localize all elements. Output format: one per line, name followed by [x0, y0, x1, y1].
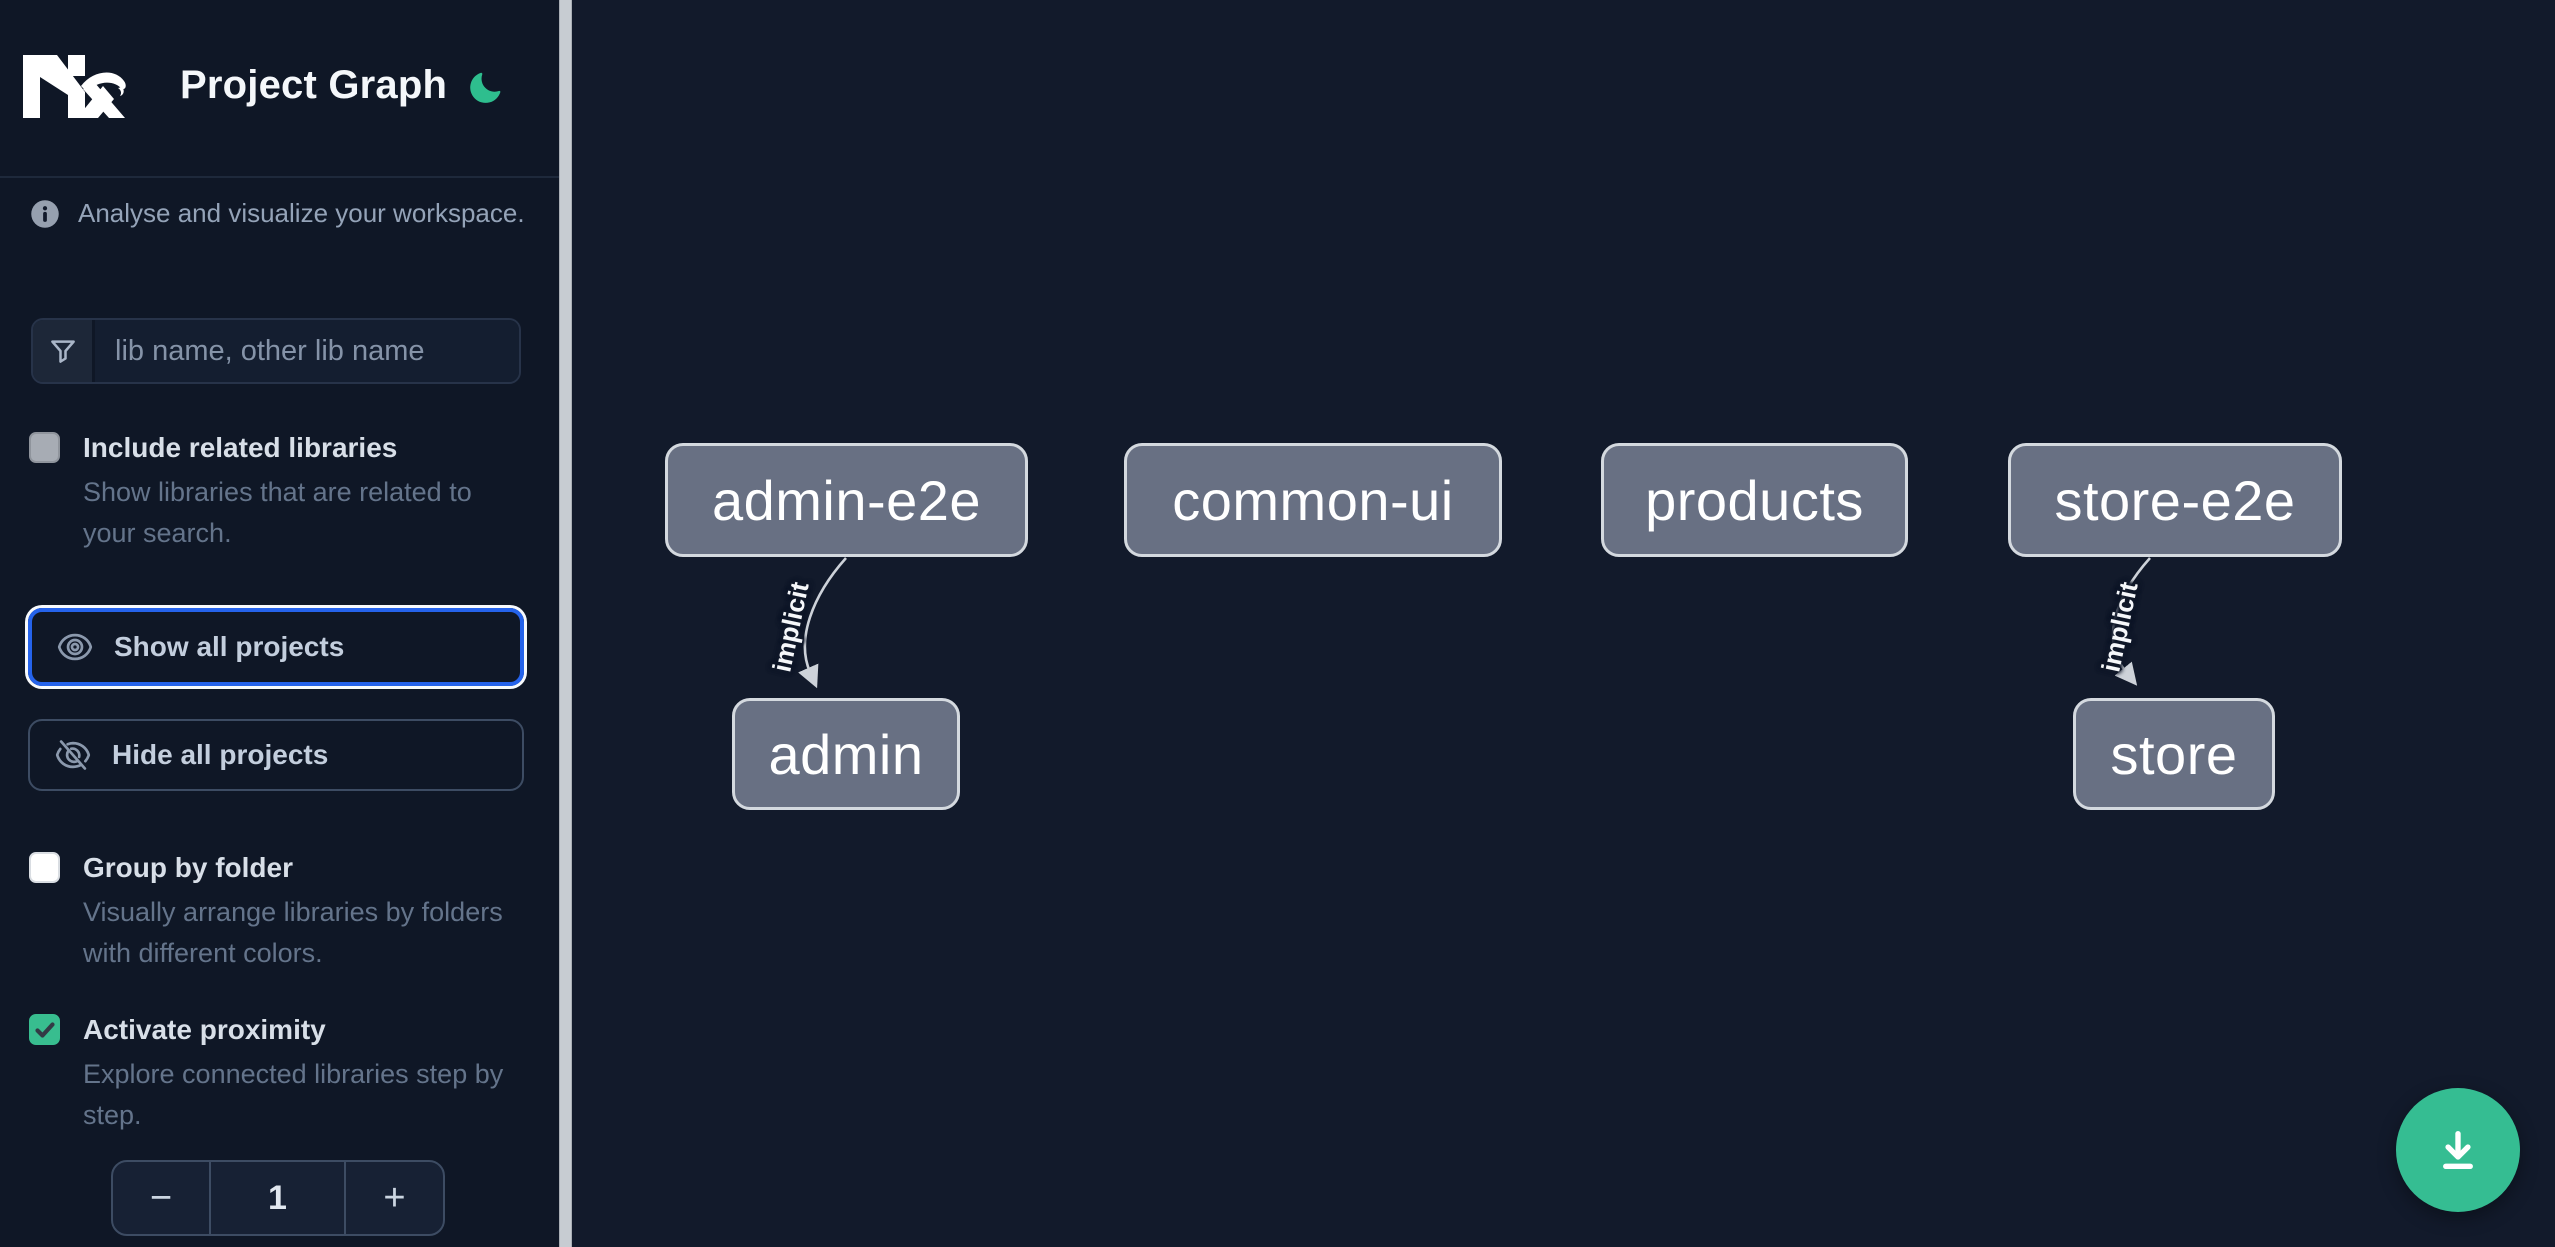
node-label: store [2110, 722, 2238, 786]
download-graph-button[interactable] [2396, 1088, 2520, 1212]
include-related-label: Include related libraries [83, 432, 398, 463]
sidebar-resize-handle[interactable] [559, 0, 572, 1247]
node-label: common-ui [1172, 468, 1454, 532]
show-all-projects-button[interactable]: Show all projects [28, 608, 524, 686]
search-input[interactable] [95, 320, 519, 382]
node-label: admin-e2e [711, 468, 982, 532]
show-all-projects-label: Show all projects [114, 631, 345, 662]
activate-proximity-description: Explore connected libraries step by step… [83, 1059, 504, 1130]
info-row: Analyse and visualize your workspace. [30, 198, 530, 229]
nx-logo [23, 55, 126, 118]
moon-icon[interactable] [466, 68, 504, 106]
proximity-depth-value: 1 [209, 1162, 346, 1234]
increment-button[interactable]: + [346, 1162, 443, 1234]
hide-all-projects-label: Hide all projects [112, 739, 329, 770]
graph-node-admin-e2e[interactable]: admin-e2e [665, 443, 1028, 557]
page-title: Project Graph [180, 63, 448, 107]
option-group-by-folder: Group by folder Visually arrange librari… [29, 850, 534, 974]
node-label: admin [768, 722, 924, 786]
check-icon [34, 1021, 55, 1038]
include-related-checkbox[interactable] [29, 432, 60, 463]
node-label: store-e2e [2054, 468, 2296, 532]
proximity-depth-stepper: − 1 + [111, 1160, 445, 1236]
sidebar: Project Graph Analyse and visualize your… [0, 0, 559, 1247]
edge-admin-e2e-to-admin [798, 557, 847, 689]
project-graph-canvas[interactable]: admin-e2e common-ui products store-e2e a… [572, 0, 2555, 1247]
edge-label-implicit: implicit [766, 579, 815, 675]
info-icon [31, 199, 59, 228]
search-control [31, 318, 521, 384]
dependency-edges [798, 557, 2151, 689]
sidebar-header: Project Graph [0, 0, 559, 176]
graph-node-admin[interactable]: admin [732, 698, 960, 810]
group-by-folder-label: Group by folder [83, 852, 293, 883]
graph-node-store[interactable]: store [2073, 698, 2275, 810]
funnel-icon [50, 340, 75, 363]
activate-proximity-label: Activate proximity [83, 1014, 326, 1045]
graph-node-common-ui[interactable]: common-ui [1124, 443, 1502, 557]
decrement-button[interactable]: − [113, 1162, 209, 1234]
eye-slash-icon [55, 740, 91, 770]
hide-all-projects-button[interactable]: Hide all projects [28, 719, 524, 791]
group-by-folder-checkbox[interactable] [29, 852, 60, 883]
include-related-description: Show libraries that are related to your … [83, 477, 472, 548]
option-include-related: Include related libraries Show libraries… [29, 430, 534, 554]
option-activate-proximity: Activate proximity Explore connected lib… [29, 1012, 534, 1136]
edge-label-implicit: implicit [2095, 579, 2144, 675]
download-icon [2443, 1130, 2473, 1170]
graph-node-store-e2e[interactable]: store-e2e [2008, 443, 2342, 557]
info-text: Analyse and visualize your workspace. [78, 198, 525, 228]
group-by-folder-description: Visually arrange libraries by folders wi… [83, 897, 503, 968]
eye-icon [57, 633, 93, 661]
header-divider [0, 176, 559, 178]
graph-node-products[interactable]: products [1601, 443, 1908, 557]
filter-icon-cell [33, 320, 95, 382]
activate-proximity-checkbox[interactable] [29, 1014, 60, 1045]
node-label: products [1645, 468, 1864, 532]
